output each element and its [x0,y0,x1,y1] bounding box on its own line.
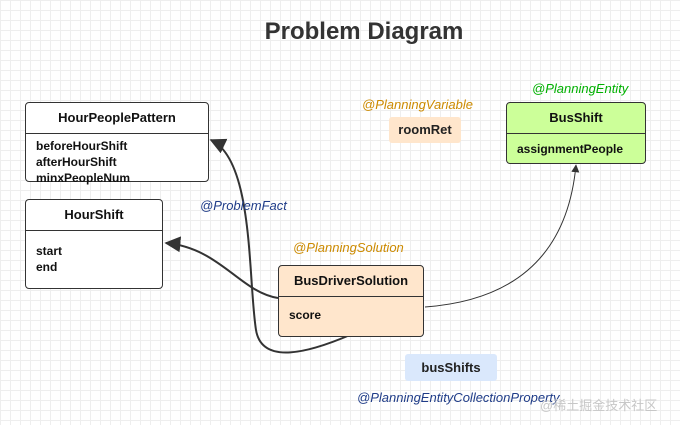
annotation-planning-solution: @PlanningSolution [293,240,404,255]
chip-room-ret: roomRet [389,117,461,143]
field-end: end [36,260,58,274]
arrow-solution-to-hourpeoplepattern [209,138,351,354]
field-start: start [36,244,63,258]
arrow-solution-to-busshift [424,164,580,308]
class-hour-shift-name: HourShift [26,200,162,231]
annotation-planning-variable: @PlanningVariable [362,97,474,112]
arrow-solution-to-hourshift [164,236,279,299]
annotation-planning-entity: @PlanningEntity [532,81,629,96]
annotation-planning-entity-collection-property: @PlanningEntityCollectionProperty [357,390,560,405]
class-bus-shift-name: BusShift [507,103,645,134]
annotation-problem-fact: @ProblemFact [200,198,287,213]
class-bus-driver-solution-name: BusDriverSolution [279,266,423,297]
watermark: @稀土掘金技术社区 [540,398,658,413]
field-before-hour-shift: beforeHourShift [36,139,128,153]
chip-bus-shifts: busShifts [405,354,497,381]
field-assignment-people: assignmentPeople [517,142,624,156]
class-bus-driver-solution[interactable]: BusDriverSolution score [278,265,424,337]
field-minx-people-num: minxPeopleNum [36,171,131,185]
field-after-hour-shift: afterHourShift [36,155,117,169]
class-bus-shift-fields: assignmentPeople [507,134,645,164]
class-hour-people-pattern-name: HourPeoplePattern [26,103,208,134]
diagram-title: Problem Diagram [264,18,464,45]
class-hour-shift[interactable]: HourShift start end [25,199,163,289]
class-bus-shift[interactable]: BusShift assignmentPeople [506,102,646,164]
class-hour-shift-fields: start end [26,231,162,279]
class-hour-people-pattern[interactable]: HourPeoplePattern beforeHourShift afterH… [25,102,209,185]
field-score: score [289,308,322,322]
class-hour-people-pattern-fields: beforeHourShift afterHourShift minxPeopl… [26,134,208,190]
class-bus-driver-solution-fields: score [279,297,423,327]
